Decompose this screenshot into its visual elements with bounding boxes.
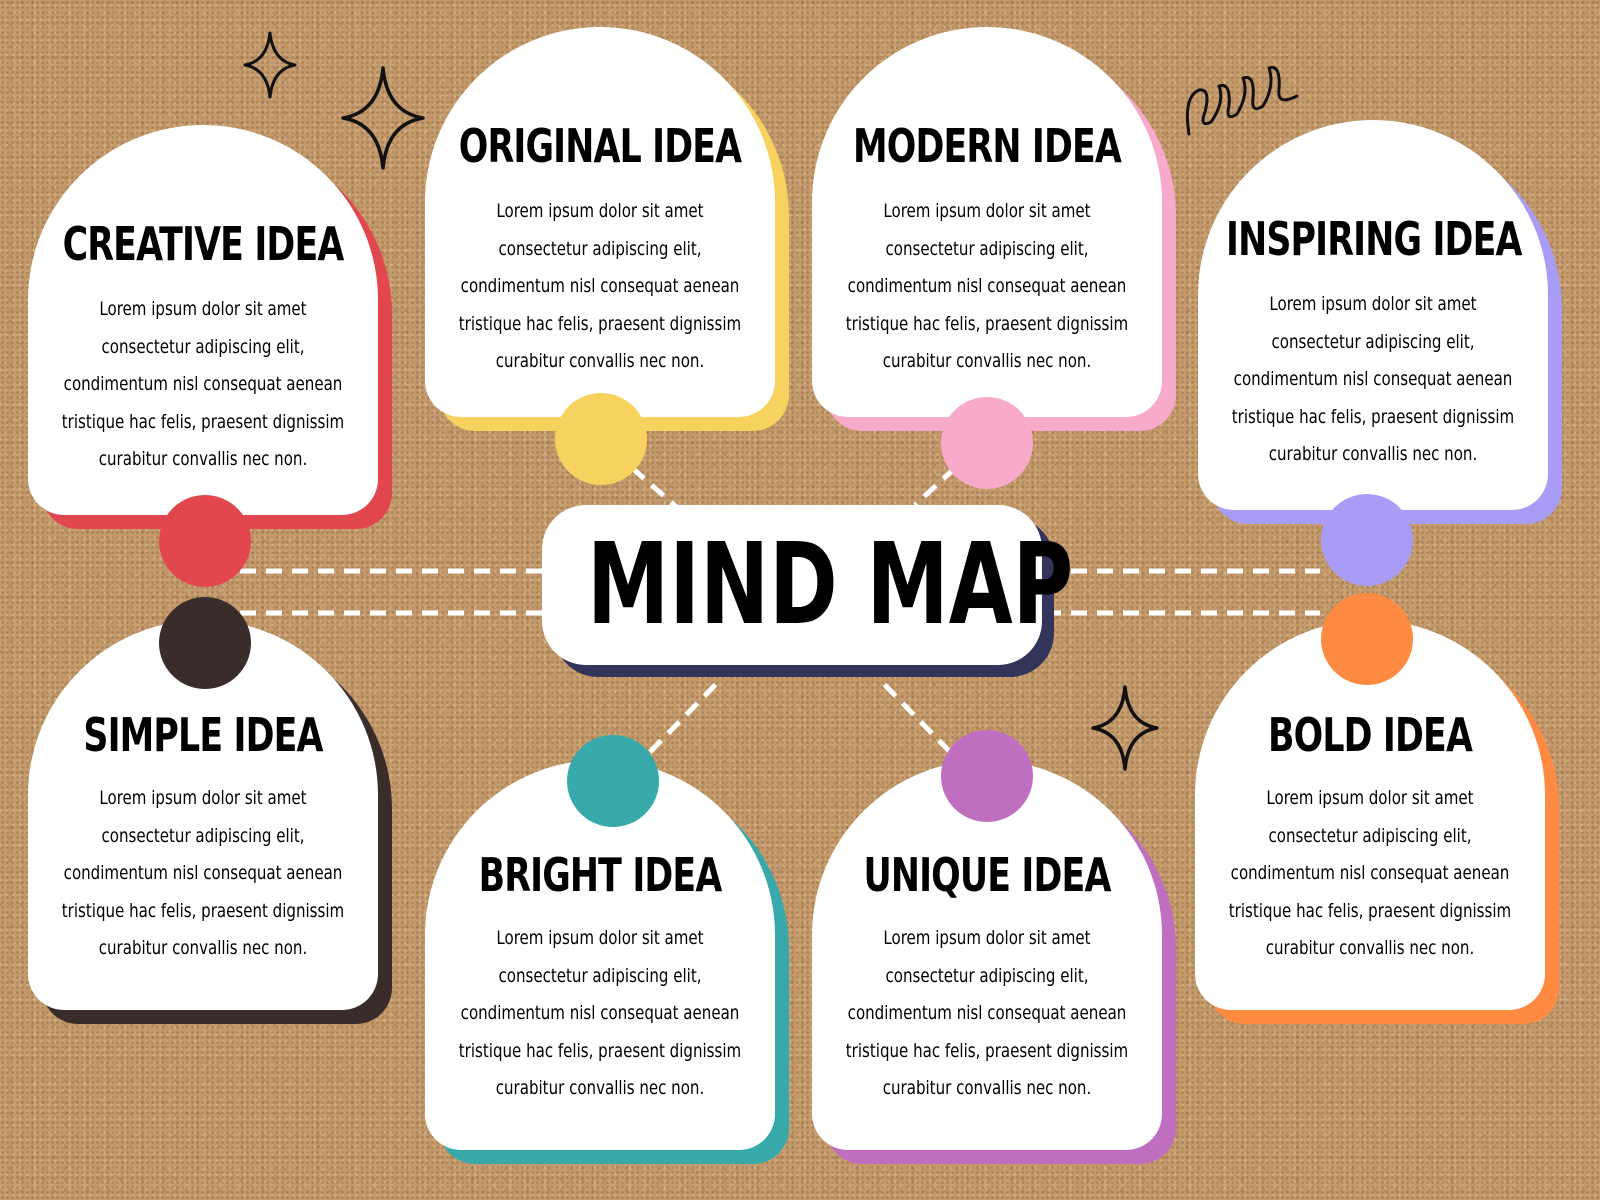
connector-dot-simple <box>159 597 251 689</box>
squiggle-icon <box>1185 65 1299 136</box>
idea-card-body: Lorem ipsum dolor sit amet consectetur a… <box>458 200 742 372</box>
connector-dot-modern <box>941 397 1033 489</box>
idea-card-title: INSPIRING IDEA <box>1226 212 1522 266</box>
connector-dot-original <box>555 393 647 485</box>
idea-card-title: ORIGINAL IDEA <box>458 119 742 173</box>
idea-card-body: Lorem ipsum dolor sit amet consectetur a… <box>61 298 345 470</box>
idea-card-modern[interactable]: MODERN IDEA Lorem ipsum dolor sit amet c… <box>812 27 1162 417</box>
idea-card-original[interactable]: ORIGINAL IDEA Lorem ipsum dolor sit amet… <box>425 27 775 417</box>
idea-card-title: MODERN IDEA <box>853 119 1122 173</box>
idea-card-body: Lorem ipsum dolor sit amet consectetur a… <box>458 927 742 1099</box>
idea-card-title: CREATIVE IDEA <box>62 217 345 271</box>
idea-card-body: Lorem ipsum dolor sit amet consectetur a… <box>845 927 1129 1099</box>
idea-card-title: BOLD IDEA <box>1267 708 1473 762</box>
sparkle-icon <box>341 66 425 170</box>
connector-dot-bold <box>1321 593 1413 685</box>
connector-dot-creative <box>159 495 251 587</box>
idea-card-body: Lorem ipsum dolor sit amet consectetur a… <box>61 787 345 959</box>
idea-card-title: BRIGHT IDEA <box>478 848 723 902</box>
connector-dot-unique <box>941 730 1033 822</box>
idea-card-unique[interactable]: UNIQUE IDEA Lorem ipsum dolor sit amet c… <box>812 760 1162 1150</box>
sparkle-icon <box>1091 685 1159 771</box>
sparkle-icon <box>243 31 297 99</box>
idea-card-bold[interactable]: BOLD IDEA Lorem ipsum dolor sit amet con… <box>1195 620 1545 1010</box>
central-topic[interactable]: MIND MAP <box>542 505 1074 665</box>
idea-card-creative[interactable]: CREATIVE IDEA Lorem ipsum dolor sit amet… <box>28 125 378 515</box>
idea-card-inspiring[interactable]: INSPIRING IDEA Lorem ipsum dolor sit ame… <box>1198 120 1548 510</box>
idea-card-body: Lorem ipsum dolor sit amet consectetur a… <box>845 200 1129 372</box>
idea-card-body: Lorem ipsum dolor sit amet consectetur a… <box>1228 787 1512 959</box>
idea-card-title: UNIQUE IDEA <box>863 848 1111 902</box>
idea-card-title: SIMPLE IDEA <box>83 708 323 762</box>
connector-dot-bright <box>567 735 659 827</box>
idea-card-body: Lorem ipsum dolor sit amet consectetur a… <box>1231 293 1515 465</box>
connector-dot-inspiring <box>1321 494 1413 586</box>
central-topic-title: MIND MAP <box>587 520 1074 650</box>
